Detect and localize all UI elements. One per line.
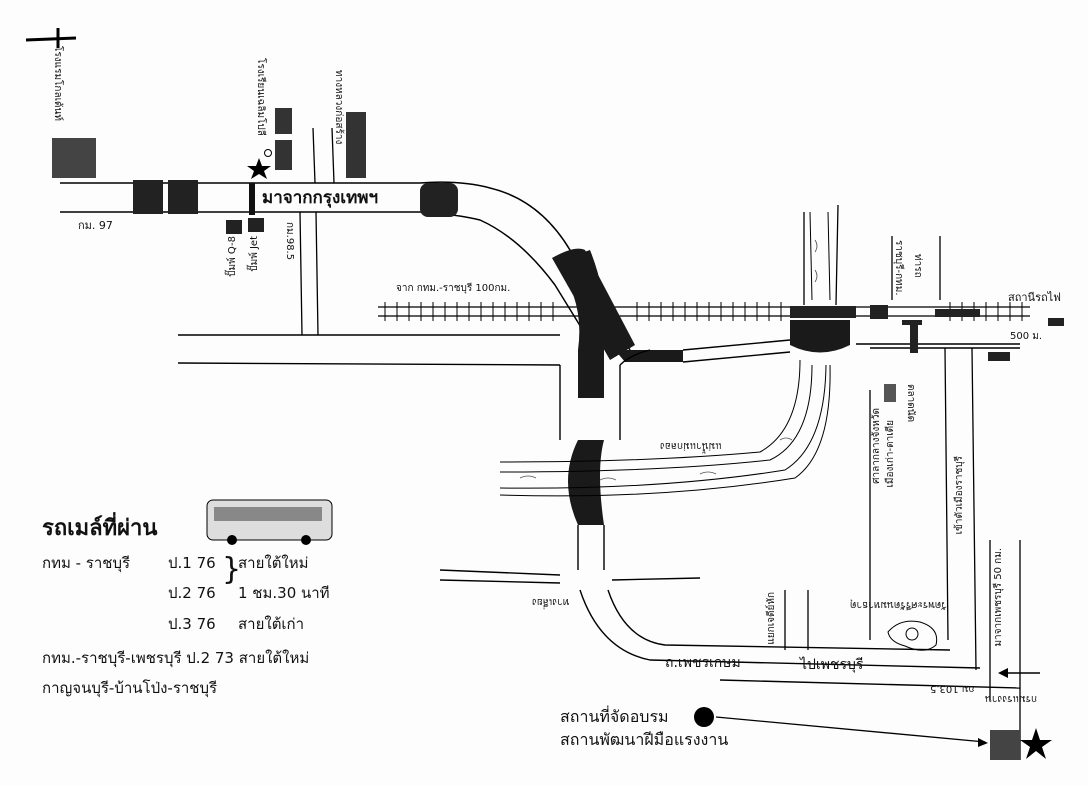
star-icon: [247, 158, 271, 179]
city-entrance-label: เข้าตัวเมืองราชบุรี: [954, 456, 965, 535]
building: [346, 112, 366, 178]
pump-jet-marker: [248, 218, 264, 232]
railway: [378, 302, 1064, 326]
km98-label: กม.98.5: [284, 222, 295, 261]
building: [275, 140, 292, 170]
bus-terminal-label: ท่ารถ: [912, 254, 923, 278]
hotel-building: [52, 138, 96, 178]
left-road-label: ทางเลี่ยง: [532, 596, 570, 607]
legend-brace: }: [222, 552, 242, 587]
pump-q8-marker: [226, 220, 242, 234]
from-phet50-label: มาจากเพชรบุรี 50 กม.: [993, 548, 1004, 647]
legend-bus: ป.3 76: [168, 615, 216, 633]
phetkasem-label: ถ.เพชรเกษม: [665, 655, 741, 671]
legend-route: กทม - ราชบุรี: [42, 554, 131, 572]
legend-line4: กทม.-ราชบุรี-เพชรบุรี ป.2 73 สายใต้ใหม่: [42, 649, 310, 667]
km103-label: กม.103.5: [930, 683, 975, 694]
road-marker: [249, 183, 255, 215]
hotel-label: โรงแรมโกลเด้นท์: [52, 46, 63, 121]
highway-dept-label: ทางหลวงก่อสร้าง: [333, 70, 344, 145]
legend-bus: ป.2 76: [168, 584, 216, 602]
venue-dot-icon: [694, 707, 714, 727]
bridge: [790, 320, 850, 353]
venue-building: [990, 730, 1020, 760]
town-hall-label: ศาลากลางจังหวัด: [871, 408, 882, 484]
dist500-label: 500 ม.: [1010, 331, 1043, 342]
main-road-segment: [615, 350, 683, 362]
legend-bus: ป.1 76: [168, 554, 216, 572]
bus-icon: [206, 499, 333, 545]
destination-star-icon: [1020, 728, 1052, 759]
venue-line1: สถานที่จัดอบรม: [560, 707, 669, 726]
legend-line5: กาญจนบุรี-บ้านโป่ง-ราชบุรี: [42, 679, 218, 697]
north-arrow-icon: [25, 28, 77, 48]
venue-pointer-line: [715, 716, 986, 743]
legend-title: รถเมล์ที่ผ่าน: [42, 516, 158, 541]
old-city-label: เมืองเก่า-ตาเตีย: [885, 420, 896, 488]
temple-icon: [887, 620, 938, 651]
km97-label: กม. 97: [78, 219, 113, 232]
station-label: สถานีรถไฟ: [1008, 291, 1061, 304]
phetkasem-road: [579, 589, 1021, 689]
flag-icon: [264, 149, 272, 157]
main-road-segment: [555, 250, 606, 398]
legend-note: 1 ชม.30 นาที: [238, 584, 330, 602]
legend-note: สายใต้ใหม่: [238, 554, 309, 572]
intersection-label: แยกเจดีย์หัก: [766, 592, 777, 645]
ratchaburi-bkk-label: ราชบุรี-กทม.: [893, 240, 904, 296]
wat-label: วัดพระศรีรัตนมหาธาตุ: [850, 599, 947, 610]
road-block: [133, 180, 163, 214]
school-label: โรงเรียนเฉลิมโปลี: [255, 58, 266, 136]
market-label: ตลาดนัด: [905, 384, 916, 423]
from-bangkok-label: มาจากกรุงเทพฯ: [262, 188, 379, 208]
main-road-segment: [568, 440, 604, 525]
river: [499, 211, 831, 497]
to-phetchaburi-label: ไปเพชรบุรี: [800, 657, 864, 673]
pump-jet-label: ปั๊มพ์ Jet: [249, 236, 260, 272]
legend-note: สายใต้เก่า: [238, 615, 305, 633]
building: [275, 108, 292, 134]
labor-sign-label: กรมแรงงาน: [985, 693, 1038, 704]
pump-q8-label: ปั๊มพ์ Q-8: [227, 236, 238, 277]
river-label: แม่น้ำแม่กลอง: [660, 440, 722, 451]
station-marker: [1048, 318, 1064, 326]
rail-from-label: จาก กทม.-ราชบุรี 100กม.: [396, 283, 511, 294]
road-block: [168, 180, 198, 214]
venue-line2: สถานพัฒนาฝีมือแรงงาน: [560, 730, 729, 749]
road-block: [420, 183, 458, 217]
